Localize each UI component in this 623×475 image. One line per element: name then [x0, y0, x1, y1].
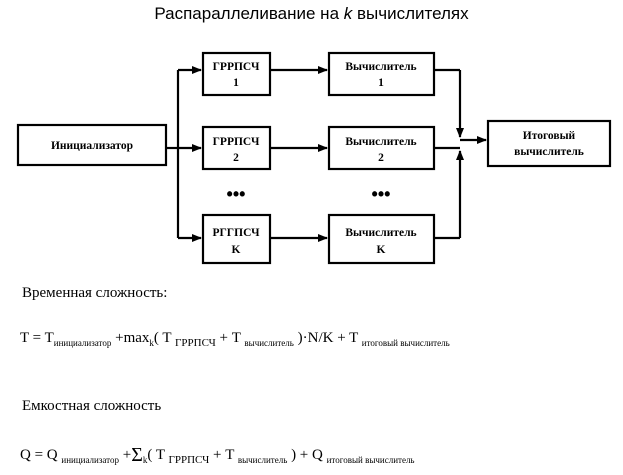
time-sub-calc: вычислитель — [244, 338, 294, 348]
final-label: Итоговый — [523, 130, 576, 142]
calc2-box — [327, 125, 436, 171]
grr2-box — [201, 125, 272, 171]
capacity-complexity-heading: Емкостная сложность — [22, 398, 162, 414]
cap-lhs: Q = Q — [20, 447, 58, 463]
time-formula: T = Tинициализатор +maxk( T ГРРПСЧ + T в… — [20, 330, 450, 349]
final-label-2: вычислитель — [514, 146, 584, 158]
title-prefix: Распараллеливание на — [154, 4, 344, 23]
diagram-title: Распараллеливание на k вычислителях — [0, 4, 623, 24]
cap-sub-grr: ГРРПСЧ — [168, 454, 210, 466]
cap-sub-final: итоговый вычислитель — [326, 455, 415, 465]
time-sub-final: итоговый вычислитель — [361, 338, 450, 348]
grr2-label: ГРРПСЧ — [213, 136, 260, 148]
cap-close: ) + Q — [287, 447, 323, 463]
time-open: ( T — [153, 330, 172, 346]
time-plus-max: +max — [111, 330, 150, 346]
calc1-label: Вычислитель — [345, 61, 416, 73]
calck-box — [327, 213, 436, 265]
cap-sub-init: инициализатор — [61, 455, 119, 465]
cap-plus: + — [118, 447, 132, 463]
init-label: Инициализатор — [51, 140, 133, 152]
calc2-index: 2 — [378, 152, 384, 164]
sigma-symbol: Σ — [131, 444, 143, 466]
cap-sub-calc: вычислитель — [237, 455, 288, 465]
time-close: )·N/K + T — [293, 330, 359, 346]
calc1-index: 1 — [378, 77, 384, 89]
grr2-index: 2 — [233, 152, 239, 164]
time-sub-init: инициализатор — [53, 338, 112, 348]
grrk-box — [201, 213, 272, 265]
title-suffix: вычислителях — [352, 4, 469, 23]
grr1-box — [201, 51, 272, 97]
time-plus-t: + T — [215, 330, 241, 346]
grrk-label: РГГПСЧ — [212, 227, 260, 239]
calck-label: Вычислитель — [345, 227, 416, 239]
grrk-index: K — [232, 244, 241, 256]
cap-sub-k: k — [142, 455, 148, 465]
calc2-label: Вычислитель — [345, 136, 416, 148]
time-complexity-heading: Временная сложность: — [22, 285, 168, 301]
calck-index: K — [377, 244, 386, 256]
final-box — [486, 119, 612, 168]
cap-open: ( T — [147, 447, 165, 463]
ellipsis-left: ••• — [227, 184, 246, 204]
calc1-box — [327, 51, 436, 97]
flow-diagram: Инициализатор ГРРПСЧ 1 ГРРПСЧ 2 РГГПСЧ K… — [16, 51, 612, 265]
grr1-index: 1 — [233, 77, 239, 89]
init-box — [16, 123, 168, 167]
ellipsis-right: ••• — [372, 184, 391, 204]
edges — [166, 66, 487, 242]
time-lhs: T = T — [20, 330, 54, 346]
time-sub-grr: ГРРПСЧ — [175, 337, 216, 349]
cap-plus-t: + T — [209, 447, 235, 463]
capacity-formula: Q = Q инициализатор +Σk( T ГРРПСЧ + T вы… — [20, 444, 415, 467]
grr1-label: ГРРПСЧ — [213, 61, 260, 73]
title-k: k — [343, 4, 353, 23]
time-sub-k: k — [149, 338, 154, 348]
